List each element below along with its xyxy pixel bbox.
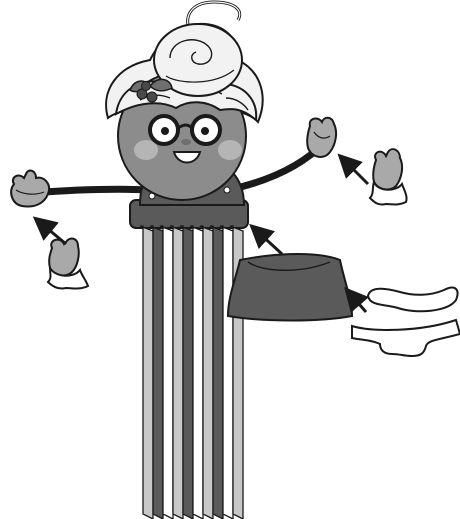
arrow-shawl [258,232,282,254]
mitten-loose-left [48,239,88,289]
mitten-attached-right [307,118,336,157]
cheek-left [134,140,158,160]
arrow-right-mitten [346,162,368,184]
shawl [228,254,352,321]
collar-piece [368,288,458,312]
arm-hole-right [224,187,230,193]
mitten-attached-left [11,171,49,207]
apron-piece [352,320,460,356]
eye-left [161,127,169,135]
arrow-apron [352,296,366,312]
apron-and-collar [352,288,460,356]
ric-rac-skirt [130,200,248,519]
nose [181,139,191,145]
ric-rac-strip [140,226,153,519]
cheek-right [218,140,242,160]
mitten-loose-right [370,149,407,204]
eye-right [201,127,209,135]
